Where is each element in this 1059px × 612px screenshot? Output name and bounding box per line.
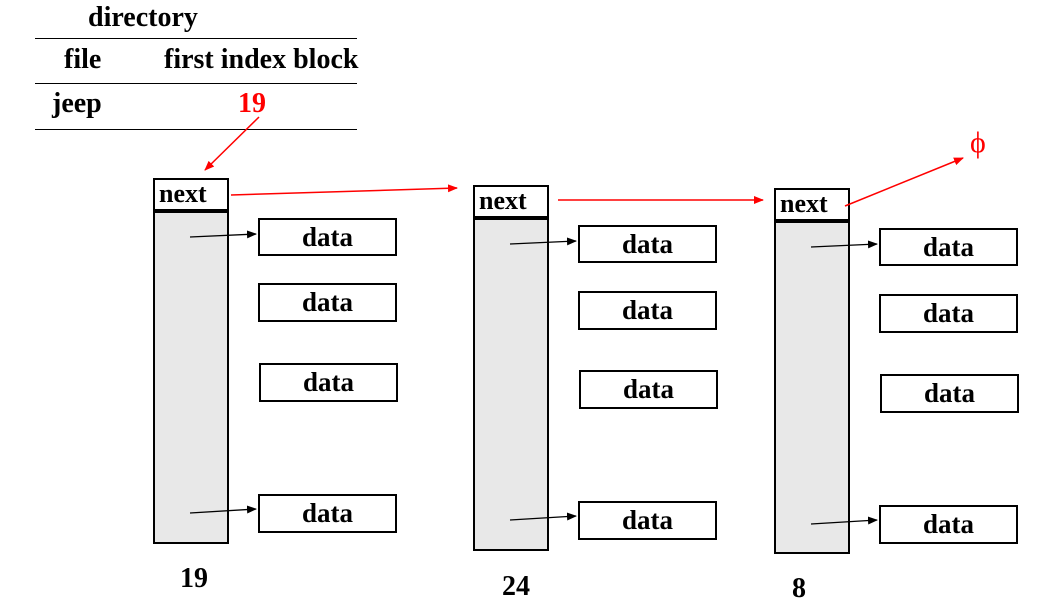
data-block: data <box>879 294 1018 333</box>
data-block: data <box>578 501 717 540</box>
data-pointer-arrow <box>810 516 878 525</box>
data-pointer-arrow <box>810 240 878 249</box>
data-block: data <box>258 494 397 533</box>
directory-row-first-index: 19 <box>238 88 266 119</box>
data-block: data <box>259 363 398 402</box>
column-header-first-index-block: first index block <box>164 44 359 75</box>
block-number: 19 <box>180 563 208 594</box>
data-pointer-arrow <box>509 512 577 521</box>
directory-row-file: jeep <box>52 88 102 119</box>
next-link-arrow <box>230 184 458 196</box>
column-header-file: file <box>64 44 102 75</box>
index-block <box>153 211 229 544</box>
next-null-arrow <box>844 157 964 207</box>
data-pointer-arrow <box>189 230 257 239</box>
data-pointer-arrow <box>509 237 577 246</box>
table-rule-top <box>35 38 357 39</box>
directory-to-block-arrow <box>204 116 260 171</box>
null-terminator-symbol: ϕ <box>970 126 986 159</box>
table-rule-bottom <box>35 129 357 130</box>
data-block: data <box>578 291 717 330</box>
data-pointer-arrow <box>189 505 257 514</box>
block-number: 8 <box>792 573 806 604</box>
next-pointer-box: next <box>473 185 549 218</box>
block-number: 24 <box>502 571 530 602</box>
data-block: data <box>879 228 1018 266</box>
data-block: data <box>258 283 397 322</box>
data-block: data <box>879 505 1018 544</box>
next-pointer-box: next <box>774 188 850 221</box>
table-rule-middle <box>35 83 357 84</box>
data-block: data <box>258 218 397 256</box>
directory-title: directory <box>88 2 198 33</box>
data-block: data <box>880 374 1019 413</box>
index-block <box>774 221 850 554</box>
data-block: data <box>579 370 718 409</box>
next-pointer-box: next <box>153 178 229 211</box>
index-block <box>473 218 549 551</box>
data-block: data <box>578 225 717 263</box>
